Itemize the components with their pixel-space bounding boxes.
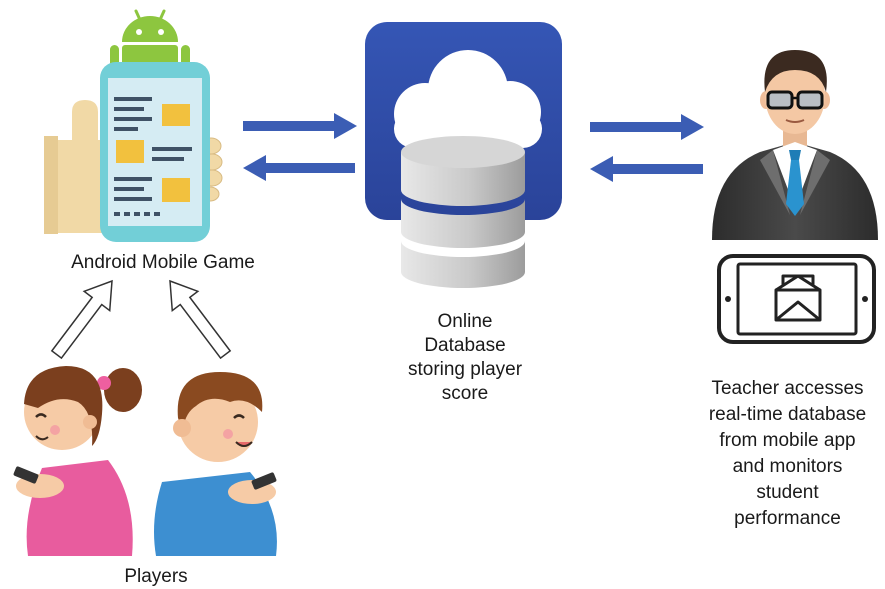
game-to-database-arrow (243, 113, 357, 139)
database-to-game-arrow (243, 155, 355, 181)
teacher-label: Teacher accesses real-time database from… (690, 376, 885, 532)
game-label: Android Mobile Game (71, 252, 255, 273)
teacher-label-line: and monitors (732, 456, 843, 477)
teacher-label-line: performance (734, 508, 841, 529)
phone-card-3 (162, 178, 190, 202)
players-icon (13, 366, 277, 556)
envelope-icon (774, 274, 822, 322)
phone-card-2 (116, 140, 144, 163)
tablet-icon (717, 254, 876, 344)
teacher-label-line: Teacher accesses (711, 378, 864, 399)
database-label: Online Database storing player score (380, 310, 550, 406)
player-to-game-arrow-right (169, 279, 232, 360)
database-label-line: storing player (407, 359, 523, 380)
database-label-line: score (441, 383, 489, 404)
teacher-avatar-icon (712, 50, 878, 240)
teacher-label-line: from mobile app (719, 430, 856, 451)
database-label-line: Database (424, 335, 506, 356)
girl-player (13, 366, 142, 556)
phone-card-1 (162, 104, 190, 126)
player-to-game-arrow-left (50, 279, 113, 360)
teacher-label-line: student (756, 482, 819, 503)
teacher-to-database-arrow (590, 156, 703, 182)
cloud-icon (394, 50, 542, 148)
database-label-line: Online (437, 311, 493, 332)
teacher-label-line: real-time database (708, 404, 867, 425)
database-icon (401, 136, 525, 288)
players-label: Players (124, 566, 188, 587)
smartphone-icon (100, 62, 210, 242)
database-to-teacher-arrow (590, 114, 704, 140)
boy-player (154, 372, 277, 556)
phone-screen-content (114, 97, 192, 216)
